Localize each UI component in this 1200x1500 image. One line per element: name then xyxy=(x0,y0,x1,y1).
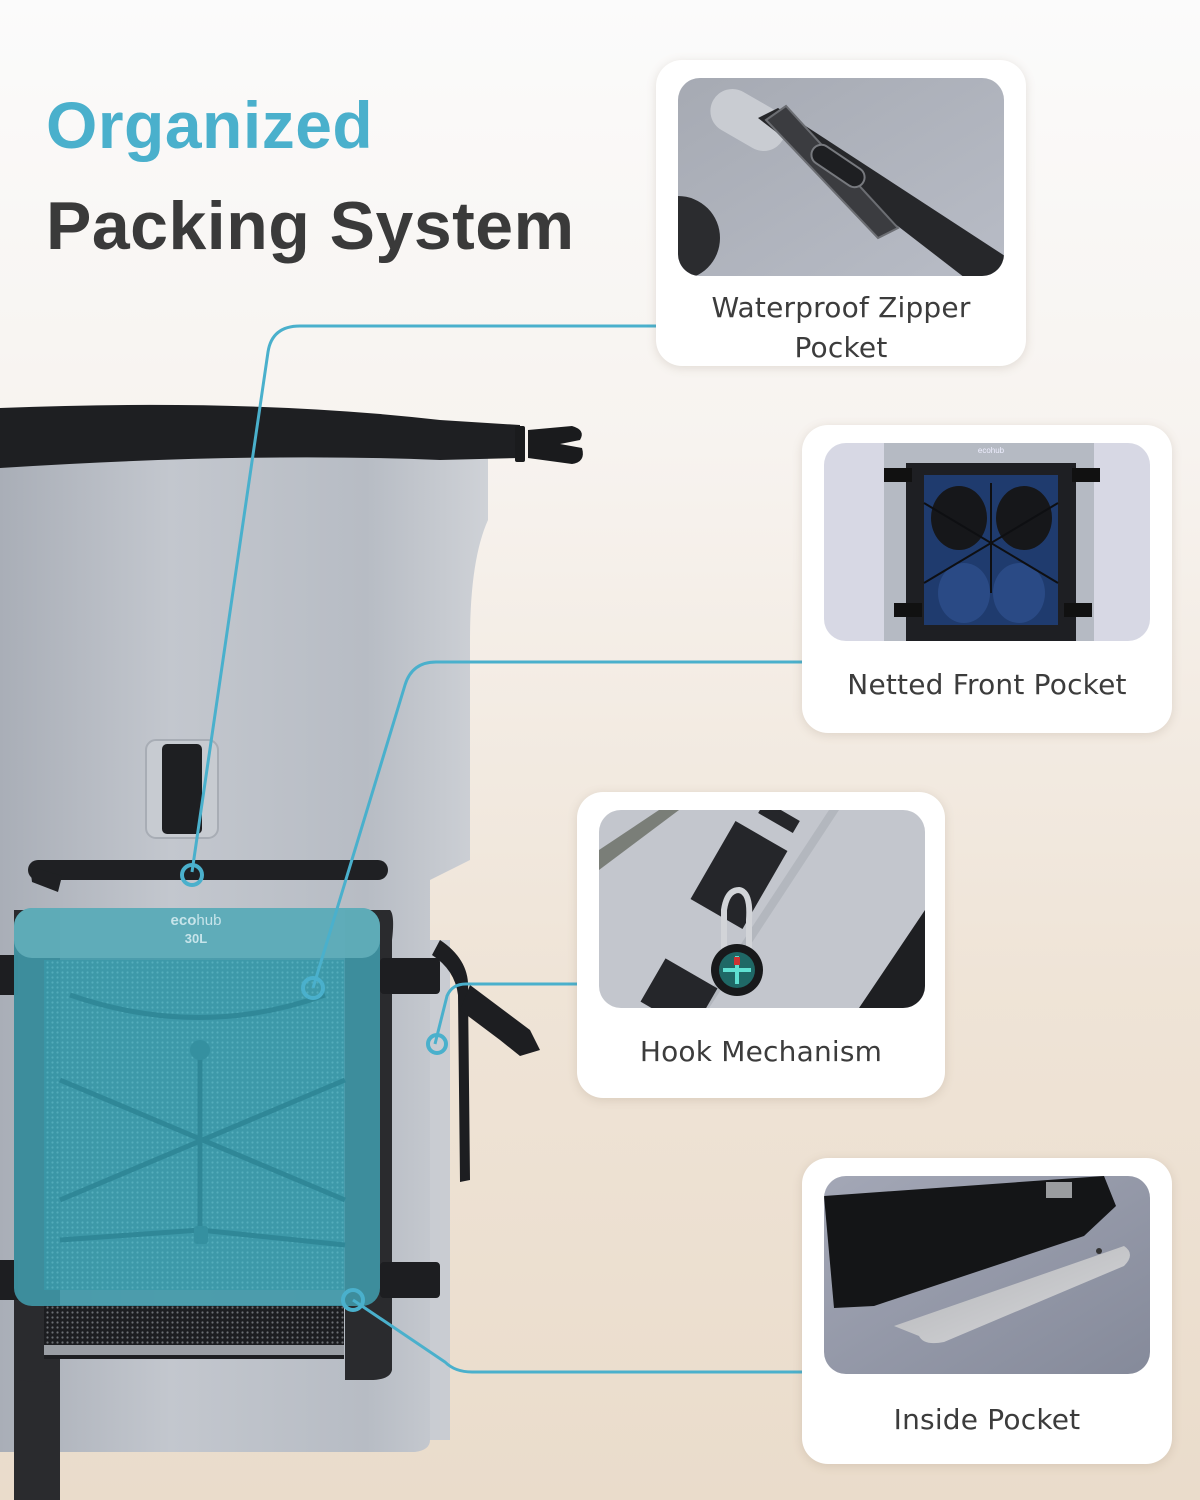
brand-logo: ecohub xyxy=(171,912,222,929)
headline-line-1: Organized xyxy=(46,88,374,162)
feature-label-line-1: Waterproof Zipper xyxy=(711,291,971,324)
capacity-label: 30L xyxy=(185,931,207,946)
leader-lines xyxy=(190,324,802,1374)
feature-card-inside-pocket: Inside Pocket xyxy=(802,1158,1172,1464)
netted-pocket-photo: ecohub xyxy=(824,443,1150,641)
feature-label: Netted Front Pocket xyxy=(847,668,1127,701)
feature-card-hook-mechanism: Hook Mechanism xyxy=(577,792,945,1098)
inside-pocket-photo xyxy=(824,1176,1150,1374)
hook-mechanism-photo xyxy=(599,810,925,1008)
feature-label: Hook Mechanism xyxy=(639,1035,883,1068)
feature-label: Inside Pocket xyxy=(893,1403,1081,1436)
callout-markers xyxy=(180,863,448,1312)
headline-line-2: Packing System xyxy=(46,188,575,264)
zipper-pull-photo xyxy=(678,78,1004,276)
svg-text:ecohub: ecohub xyxy=(978,446,1005,455)
feature-card-waterproof-zipper-pocket: Waterproof Zipper Pocket xyxy=(656,60,1026,366)
feature-card-netted-front-pocket: ecohub Netted Front Pocket xyxy=(802,425,1172,733)
feature-label-line-2: Pocket xyxy=(794,331,888,364)
headline: Organized Packing System xyxy=(46,92,575,260)
